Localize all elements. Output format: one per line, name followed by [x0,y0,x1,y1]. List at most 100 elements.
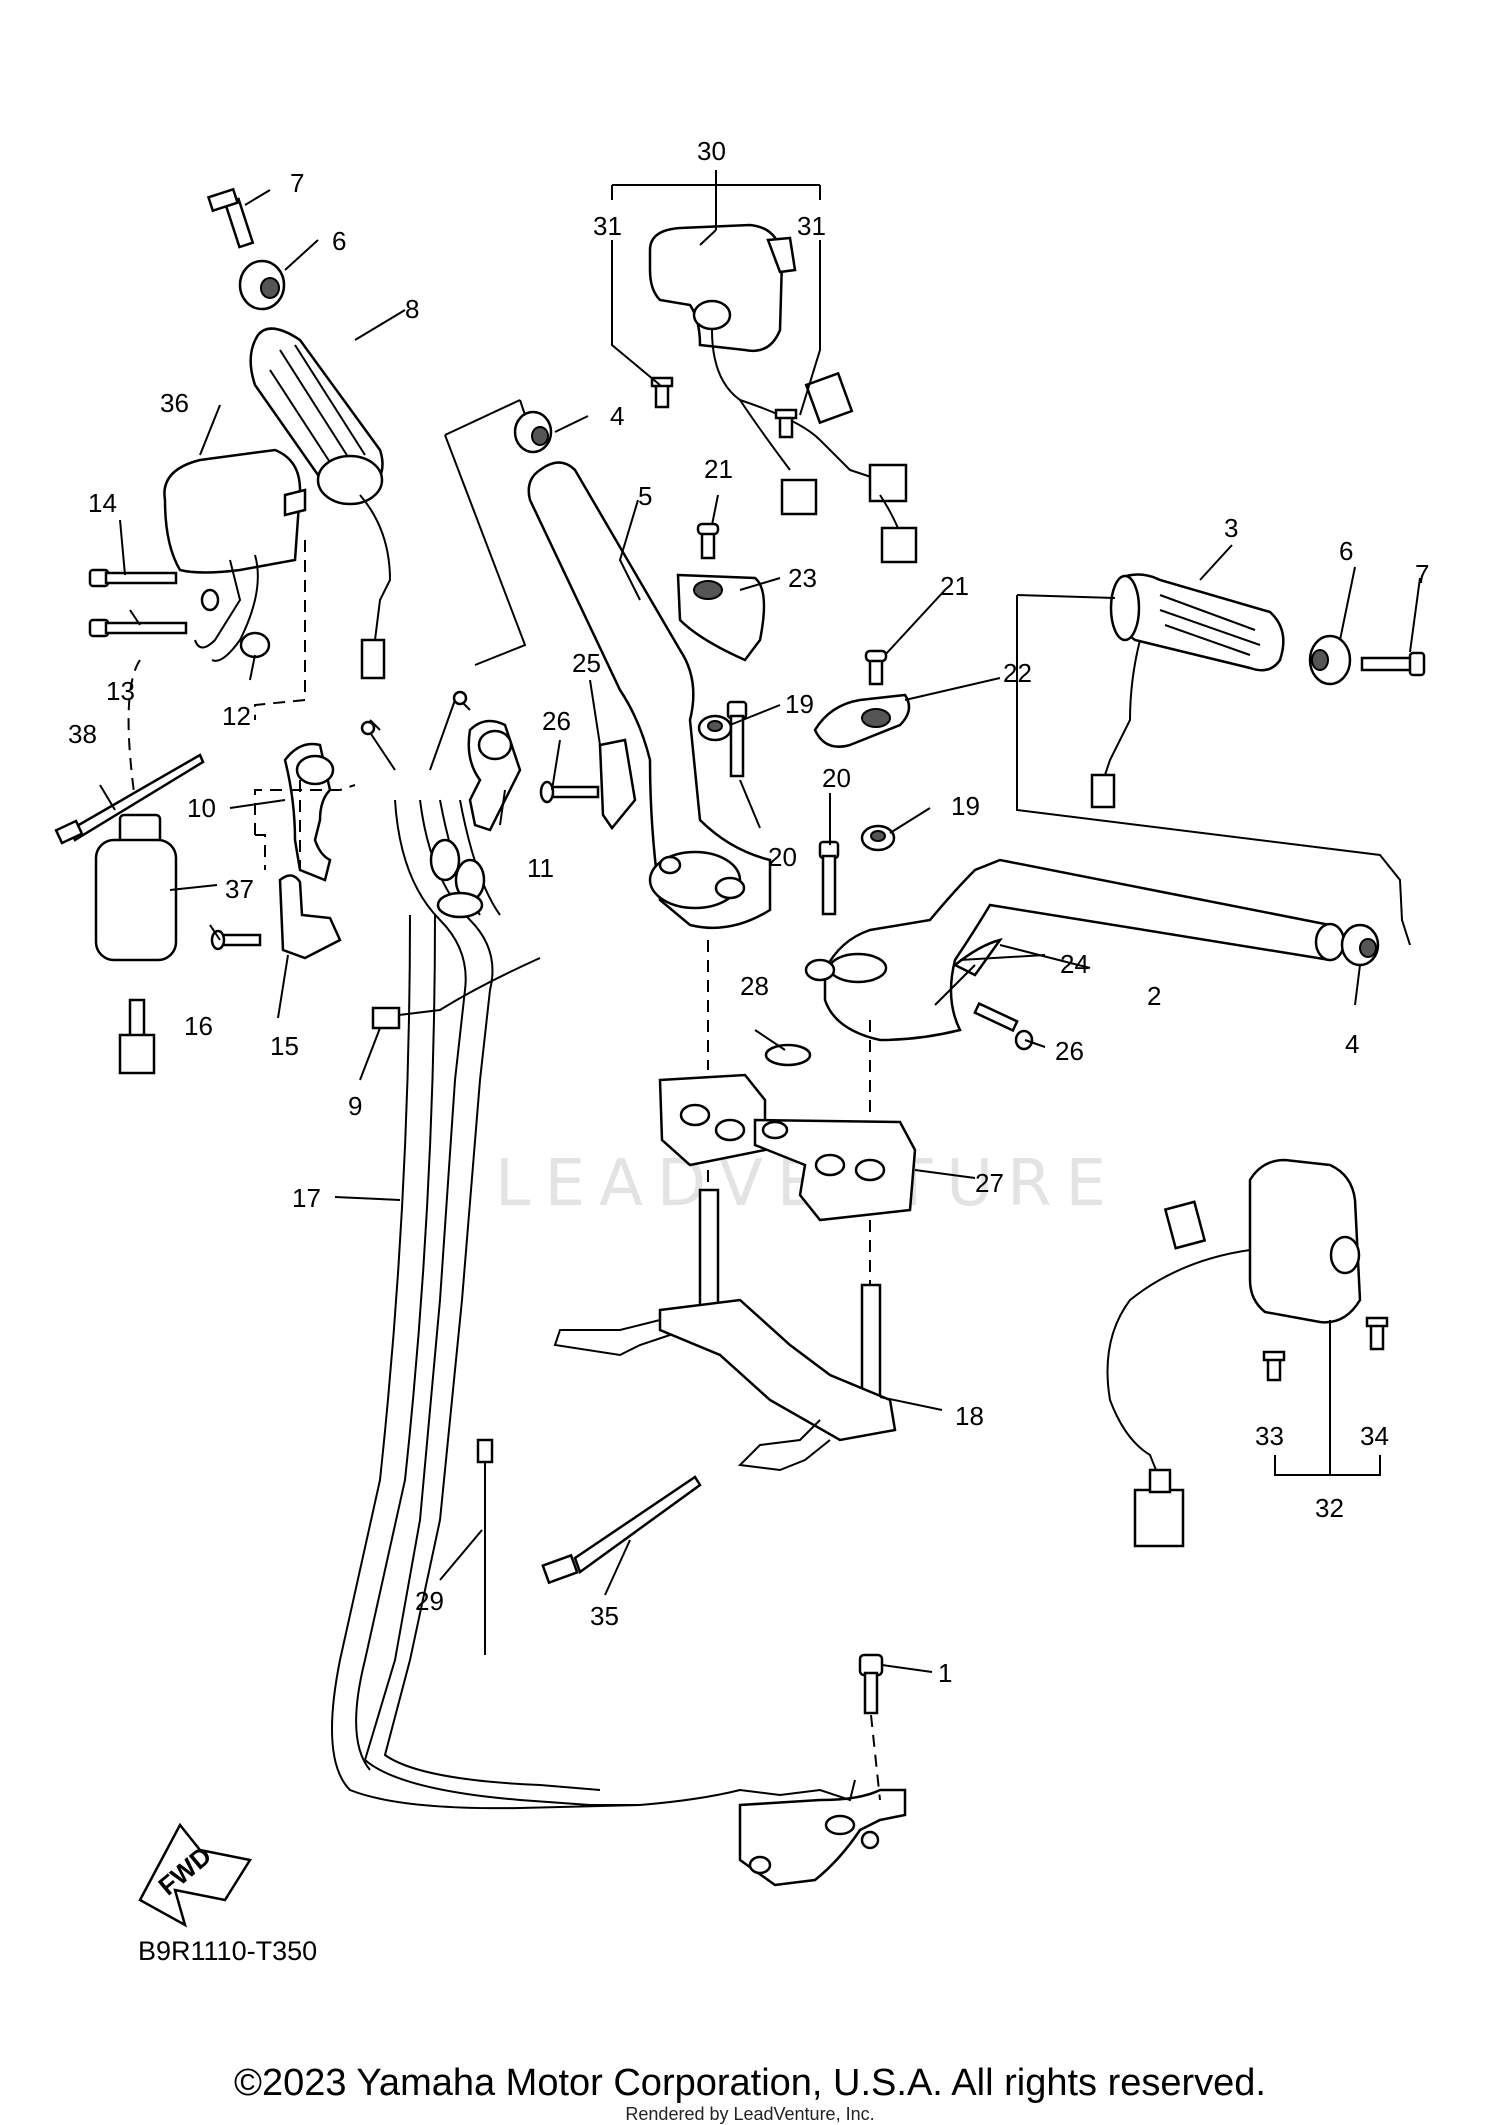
callout-28: 28 [740,971,769,1001]
callout-14: 14 [88,488,117,518]
weight-4-right [1340,923,1380,967]
callout-2: 2 [1147,981,1161,1011]
callout-25: 25 [572,648,601,678]
callout-31-right: 31 [797,211,826,241]
screw-21-right [864,649,888,686]
copyright-notice: ©2023 Yamaha Motor Corporation, U.S.A. A… [234,2062,1266,2104]
callout-30: 30 [697,136,726,166]
diagram-code: B9R1110-T350 [138,1936,318,1966]
screw-21-upper [696,522,720,560]
nut-19-left [697,714,733,742]
callout-33: 33 [1255,1421,1284,1451]
bolt-20-right [818,840,840,916]
fwd-arrow-icon: FWD [138,1822,253,1928]
bolt-20-left [726,700,748,778]
callout-38: 38 [68,719,97,749]
switch-15 [278,874,342,960]
screw-31-left [650,376,674,409]
rendered-by-notice: Rendered by LeadVenture, Inc. [625,2104,875,2124]
callout-21-upper: 21 [704,454,733,484]
cable-tie-29 [476,1438,494,1655]
cable-ends [360,690,471,771]
callout-7-right: 7 [1415,559,1429,589]
screw-26-left [539,780,600,804]
cover-36 [163,448,307,662]
stay-18 [553,1188,897,1472]
bolt-1 [858,1653,884,1801]
reservoir-37 [94,813,178,1075]
handlebar-2 [804,858,1346,1042]
screw-16 [210,929,262,951]
callout-9: 9 [348,1091,362,1121]
callout-23: 23 [788,563,817,593]
callout-19-lower: 19 [951,791,980,821]
cover-22 [813,693,911,748]
callout-4-right: 4 [1345,1029,1359,1059]
screw-26-right [973,1001,1034,1051]
callout-20-left: 20 [768,842,797,872]
callout-15: 15 [270,1031,299,1061]
callout-18: 18 [955,1401,984,1431]
bolt-14 [88,568,178,588]
screw-31-right [774,408,798,439]
bolt-13 [88,588,220,638]
callout-27: 27 [975,1168,1004,1198]
callout-4-left: 4 [610,401,624,431]
weight-4-left [513,410,553,454]
brake-hose-17 [331,914,641,1810]
callout-labels: 30 31 31 7 6 8 4 36 14 13 12 21 5 23 3 6… [68,136,1429,1688]
callout-24: 24 [1060,949,1089,979]
callout-31-left: 31 [593,211,622,241]
callout-10: 10 [187,793,216,823]
callout-26-right: 26 [1055,1036,1084,1066]
callout-20-right: 20 [822,763,851,793]
holder-11 [467,719,522,832]
callout-5: 5 [638,481,652,511]
end-cap-6-right [1308,634,1352,686]
callout-17: 17 [292,1183,321,1213]
callout-22: 22 [1003,658,1032,688]
washer-28 [764,1043,812,1067]
callout-1: 1 [938,1658,952,1688]
callout-21-right: 21 [940,571,969,601]
callout-19-upper: 19 [785,689,814,719]
screw-34 [1365,1316,1389,1351]
callout-8: 8 [405,294,419,324]
callout-37: 37 [225,874,254,904]
callout-29: 29 [415,1586,444,1616]
right-switch-assembly [1106,1158,1362,1548]
cable-bundle [363,799,641,1807]
lower-holder-left [658,1073,767,1167]
callout-32: 32 [1315,1493,1344,1523]
bracket-25 [598,738,637,831]
leader-lines [99,189,1421,1673]
callout-34: 34 [1360,1421,1389,1451]
callout-7-top: 7 [290,168,304,198]
left-switch-assembly [648,223,918,564]
lower-holder-27 [753,1118,917,1222]
nut-19-right [860,824,896,852]
end-cap-6-left [238,259,286,311]
grip-8 [249,327,392,680]
screw-33 [1262,1350,1286,1382]
collar-12 [239,631,271,659]
mount-plate [639,1779,907,1887]
callout-6-top: 6 [332,226,346,256]
cover-23 [676,573,766,662]
cable-tie-38 [54,753,205,845]
callout-13: 13 [106,676,135,706]
callout-16: 16 [184,1011,213,1041]
holder-10 [283,742,335,882]
cable-tie-35 [541,1475,702,1585]
callout-6-right: 6 [1339,536,1353,566]
callout-35: 35 [590,1601,619,1631]
handlebar-5 [527,461,772,930]
callout-26-left: 26 [542,706,571,736]
bolt-7-top [206,187,255,249]
bolt-7-right [1360,651,1426,677]
callout-12: 12 [222,701,251,731]
callout-3: 3 [1224,513,1238,543]
grip-3 [1090,573,1285,809]
callout-11: 11 [527,853,554,883]
